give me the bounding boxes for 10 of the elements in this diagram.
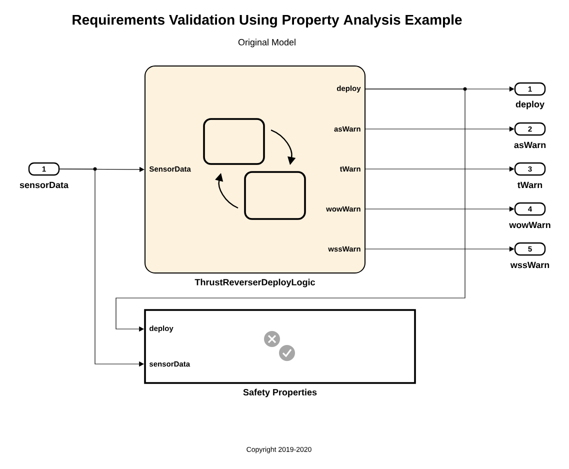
block-name: asWarn [514,142,546,148]
block-name: Safety Properties [243,388,317,398]
block-name: wssWarn [510,262,550,268]
block-name: sensorData [20,182,69,188]
subtitle: Original Model [238,38,296,48]
title: Requirements Validation Using Property Analysis Example [72,14,462,28]
block-name: tWarn [518,182,542,188]
block-name: deploy [516,100,544,110]
block-name: ThrustReverserDeployLogic [194,278,315,288]
block-name: wowWarn [509,222,550,228]
